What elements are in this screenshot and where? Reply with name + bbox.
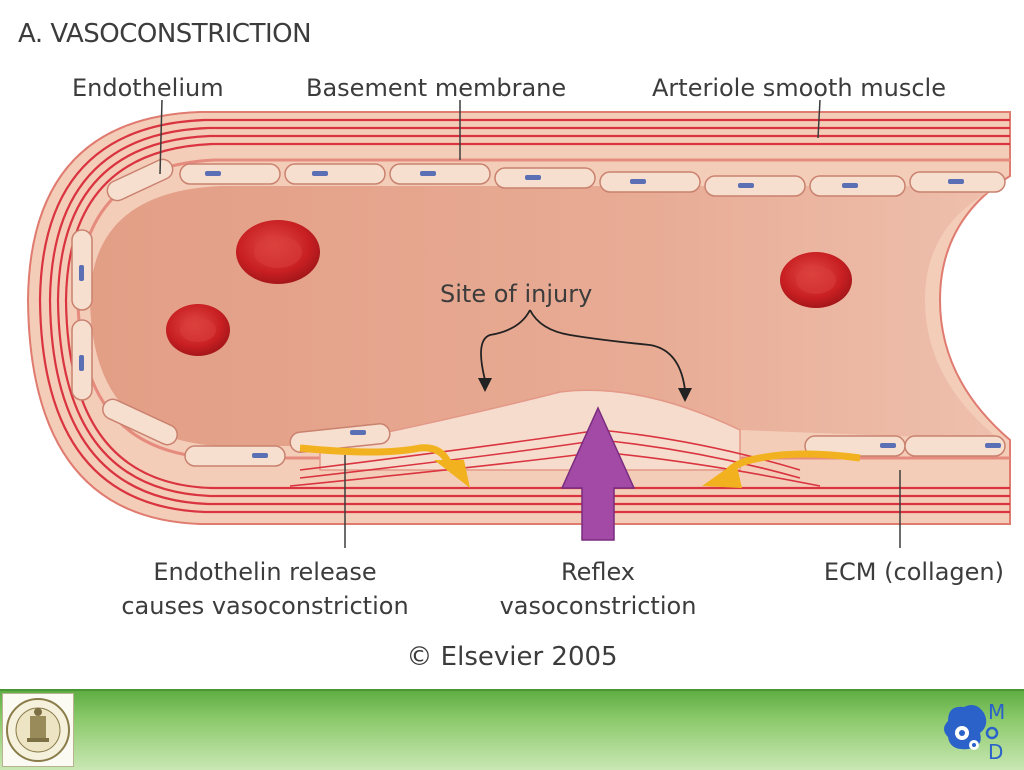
mod-letter-m: M <box>988 700 1005 724</box>
vasoconstriction-diagram: A. VASOCONSTRICTION <box>18 19 1011 672</box>
brace-arrowheads <box>478 378 692 402</box>
endothelin-arrow-left <box>299 444 470 488</box>
mod-letter-d: D <box>988 740 1003 763</box>
label-endothelin-1: Endothelin release <box>153 558 376 586</box>
label-smooth-muscle: Arteriole smooth muscle <box>652 74 946 102</box>
nuclei <box>79 171 964 371</box>
endothelin-arrow-right <box>702 450 861 488</box>
leader-lines <box>159 99 901 548</box>
label-reflex-1: Reflex <box>561 558 635 586</box>
mod-logo: M D <box>940 699 1010 764</box>
endothelial-cells-bottom <box>102 398 1006 467</box>
injury-brace <box>480 309 686 391</box>
nuclei-bottom <box>252 430 1001 458</box>
red-blood-cells <box>166 220 852 356</box>
label-reflex-2: vasoconstriction <box>500 592 697 620</box>
label-endothelium: Endothelium <box>72 74 224 102</box>
endothelial-cells-top <box>71 158 1006 401</box>
label-basement-membrane: Basement membrane <box>306 74 566 102</box>
reflex-arrow <box>560 406 636 541</box>
smooth-muscle-top <box>38 118 1010 514</box>
diagram-title: A. VASOCONSTRICTION <box>18 19 311 49</box>
footer-bar: M D <box>0 689 1024 770</box>
label-ecm: ECM (collagen) <box>824 558 1004 586</box>
label-endothelin-2: causes vasoconstriction <box>121 592 408 620</box>
university-seal-logo <box>2 693 74 767</box>
label-site-of-injury: Site of injury <box>440 280 592 308</box>
copyright: © Elsevier 2005 <box>406 642 617 672</box>
